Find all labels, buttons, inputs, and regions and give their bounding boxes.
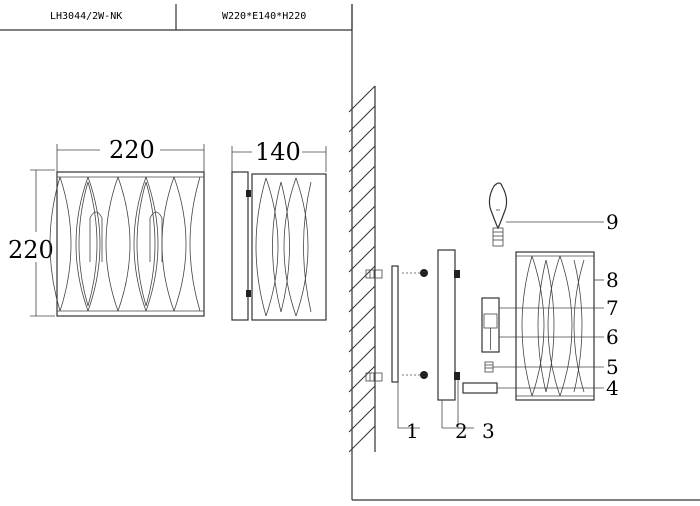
part-number-7: 7	[606, 296, 619, 320]
part-number-2: 2	[455, 419, 468, 443]
header: LH3044/2W-NK W220*E140*H220	[0, 4, 353, 31]
part-number-1: 1	[406, 419, 419, 443]
shade-pattern-front	[49, 176, 201, 312]
part-number-3: 3	[482, 419, 495, 443]
wall-anchor-top	[365, 269, 383, 279]
side-view: 140	[231, 138, 327, 321]
lamp-socket	[481, 297, 500, 353]
front-height-label: 220	[8, 236, 54, 264]
shade-pattern-side	[255, 177, 312, 317]
part-number-5: 5	[606, 355, 619, 379]
dimension-spec: W220*E140*H220	[222, 11, 306, 22]
candle-bulb	[488, 182, 508, 247]
front-width-label: 220	[109, 136, 155, 164]
shade	[515, 251, 595, 401]
screw-top	[402, 269, 428, 277]
threaded-nut	[484, 361, 494, 373]
front-view: 220 220	[8, 136, 205, 317]
part-number-6: 6	[606, 325, 619, 349]
part-number-4: 4	[606, 376, 619, 400]
screw-bottom	[402, 371, 428, 379]
part-number-8: 8	[606, 268, 619, 292]
wire-connector	[462, 382, 498, 394]
base-plate	[437, 249, 460, 401]
part-numbers: 1 2 3 4 5 6 7 8 9	[406, 210, 619, 443]
mounting-bar	[391, 265, 399, 383]
model-number: LH3044/2W-NK	[50, 11, 122, 22]
part-number-9: 9	[606, 210, 619, 234]
side-depth-label: 140	[255, 138, 301, 166]
wall-anchor-bottom	[365, 372, 383, 382]
leader-lines	[397, 221, 604, 429]
wall	[348, 85, 376, 453]
